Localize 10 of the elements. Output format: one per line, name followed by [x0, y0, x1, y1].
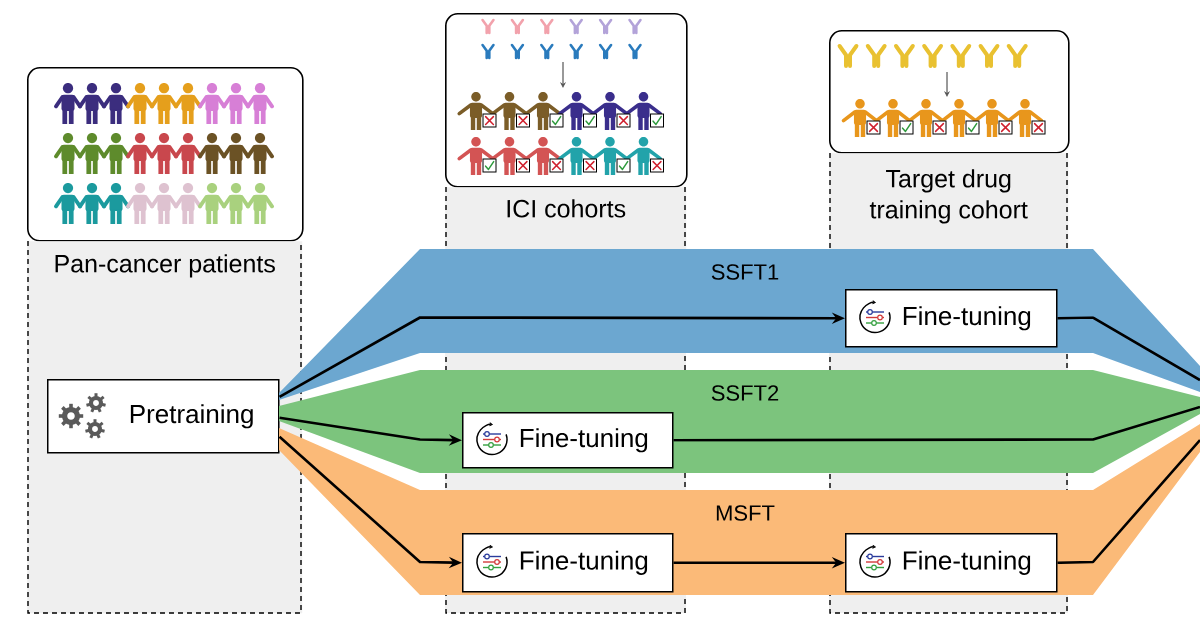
process-box: Fine-tuning [845, 533, 1058, 593]
process-box: Fine-tuning [462, 533, 674, 593]
column-panel: ICI cohorts [445, 186, 687, 250]
process-box: Fine-tuning [845, 289, 1058, 348]
connector-line [1057, 439, 1200, 565]
column-panel: Target drug training cohort [829, 152, 1069, 250]
process-box: Pretraining [47, 379, 280, 454]
process-box: Fine-tuning [462, 412, 674, 469]
connector-line [1057, 316, 1200, 382]
connector-line [673, 405, 1200, 442]
